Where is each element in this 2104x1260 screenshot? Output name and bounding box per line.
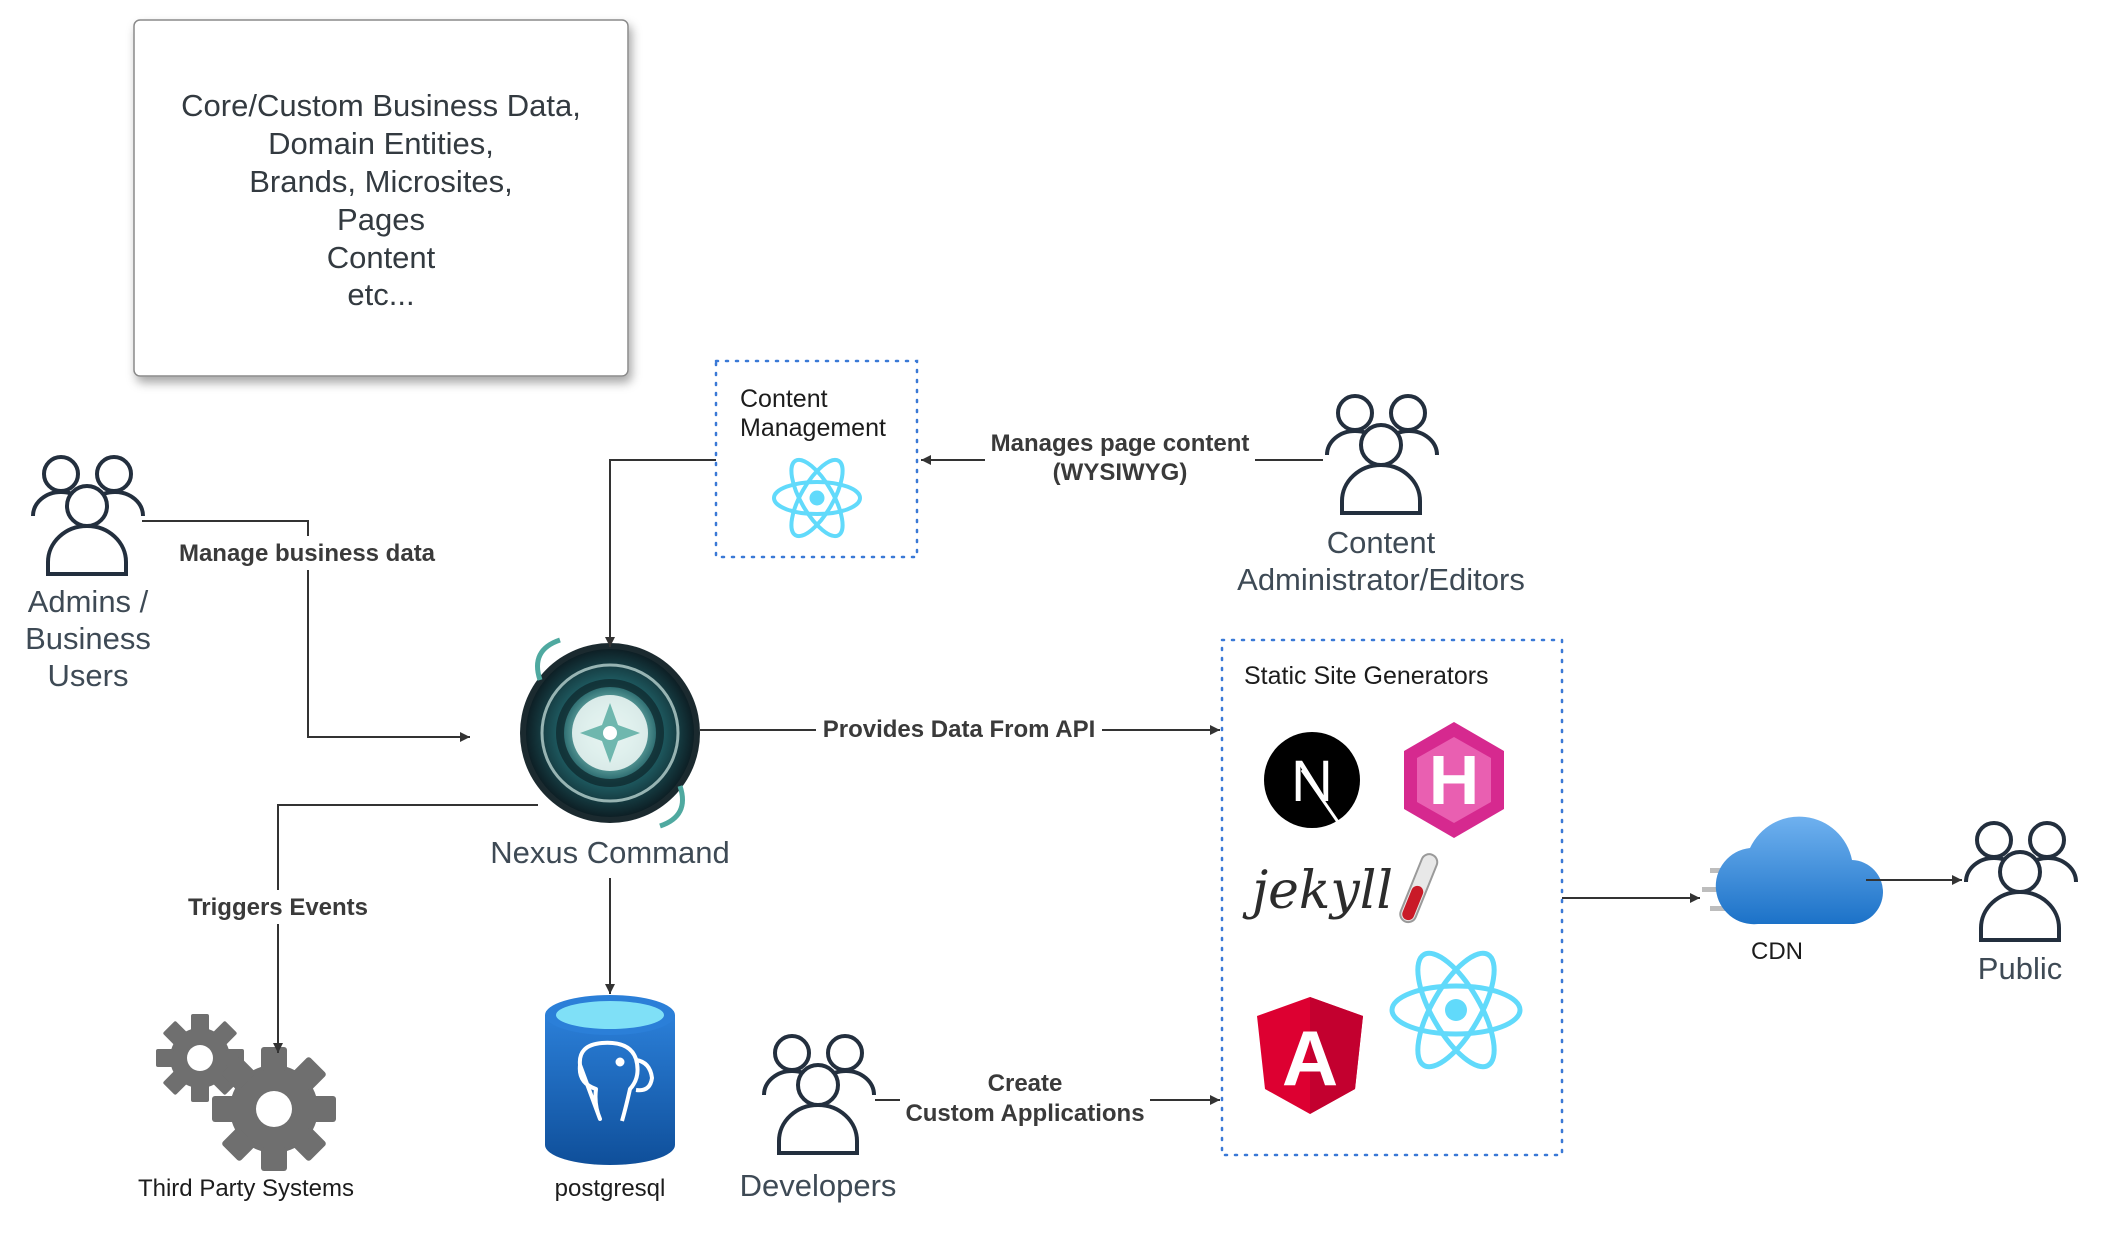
gears-icon <box>156 1014 336 1171</box>
note-line-4: Pages <box>337 202 425 237</box>
edge-nexus-to-ssg: Provides Data From API <box>700 712 1220 746</box>
cdn-label: CDN <box>1751 938 1803 965</box>
business-data-note: Core/Custom Business Data, Domain Entiti… <box>133 19 629 377</box>
users-group-icon <box>762 1034 876 1155</box>
third-party-node[interactable]: Third Party Systems <box>138 1014 354 1202</box>
jekyll-word: jekyll <box>1242 861 1393 921</box>
third-party-label: Third Party Systems <box>138 1175 354 1202</box>
users-group-icon <box>31 455 145 576</box>
content-management-title-1: Content <box>740 385 828 413</box>
edge-label-manages-page-1: Manages page content <box>991 430 1250 457</box>
edge-content-mgmt-to-nexus <box>605 459 716 647</box>
hugo-letter: H <box>1429 741 1480 819</box>
content-admins-actor[interactable]: Content Administrator/Editors <box>1237 394 1525 597</box>
users-group-icon <box>1325 394 1439 515</box>
note-line-6: etc... <box>347 277 414 312</box>
cloud-icon <box>1702 816 1883 925</box>
static-site-generators-box[interactable]: Static Site Generators N H jekyll A <box>1220 638 1564 1157</box>
content-management-title-2: Management <box>740 414 886 442</box>
elephant-icon <box>577 1040 654 1122</box>
edge-label-create-1: Create <box>988 1070 1063 1097</box>
hugo-logo: H <box>1404 722 1504 838</box>
users-group-icon <box>1964 821 2078 942</box>
content-management-box[interactable]: Content Management <box>714 359 919 559</box>
admins-label-3: Users <box>48 658 129 693</box>
edge-nexus-to-third-party: Triggers Events <box>176 804 538 1053</box>
edge-content-admins-to-content-mgmt: Manages page content (WYSIWYG) <box>921 426 1323 488</box>
note-line-2: Domain Entities, <box>268 126 494 161</box>
ssg-title: Static Site Generators <box>1244 662 1489 690</box>
edge-admins-to-nexus: Manage business data <box>142 520 470 742</box>
note-line-1: Core/Custom Business Data, <box>181 88 581 123</box>
angular-logo: A <box>1257 997 1363 1114</box>
content-admins-label-1: Content <box>1327 525 1436 560</box>
edge-developers-to-ssg: Create Custom Applications <box>875 1066 1220 1128</box>
nexus-command-label: Nexus Command <box>490 835 729 870</box>
admins-actor[interactable]: Admins / Business Users <box>25 455 151 693</box>
angular-letter: A <box>1282 1014 1338 1102</box>
react-icon <box>772 457 862 539</box>
nextjs-logo: N <box>1264 732 1360 828</box>
nexus-command-node[interactable]: Nexus Command <box>490 637 730 870</box>
developers-actor[interactable]: Developers <box>740 1034 897 1203</box>
cdn-node[interactable]: CDN <box>1702 816 1883 965</box>
react-logo <box>1389 950 1523 1070</box>
nexus-emblem-icon <box>520 637 700 829</box>
jekyll-logo: jekyll <box>1242 853 1439 924</box>
edge-label-provides-data: Provides Data From API <box>823 716 1096 743</box>
edge-label-manage-business: Manage business data <box>179 540 436 567</box>
edge-label-manages-page-2: (WYSIWYG) <box>1053 459 1188 486</box>
note-line-5: Content <box>327 240 436 275</box>
edge-label-triggers-events: Triggers Events <box>188 894 368 921</box>
postgresql-node[interactable]: postgresql <box>545 995 675 1202</box>
admins-label-1: Admins / <box>28 584 149 619</box>
edge-label-create-2: Custom Applications <box>905 1100 1144 1127</box>
postgresql-label: postgresql <box>555 1175 666 1202</box>
content-admins-label-2: Administrator/Editors <box>1237 562 1525 597</box>
public-actor[interactable]: Public <box>1964 821 2078 986</box>
admins-label-2: Business <box>25 621 151 656</box>
note-line-3: Brands, Microsites, <box>249 164 513 199</box>
database-icon <box>545 995 675 1165</box>
developers-label: Developers <box>740 1168 897 1203</box>
public-label: Public <box>1978 951 2062 986</box>
